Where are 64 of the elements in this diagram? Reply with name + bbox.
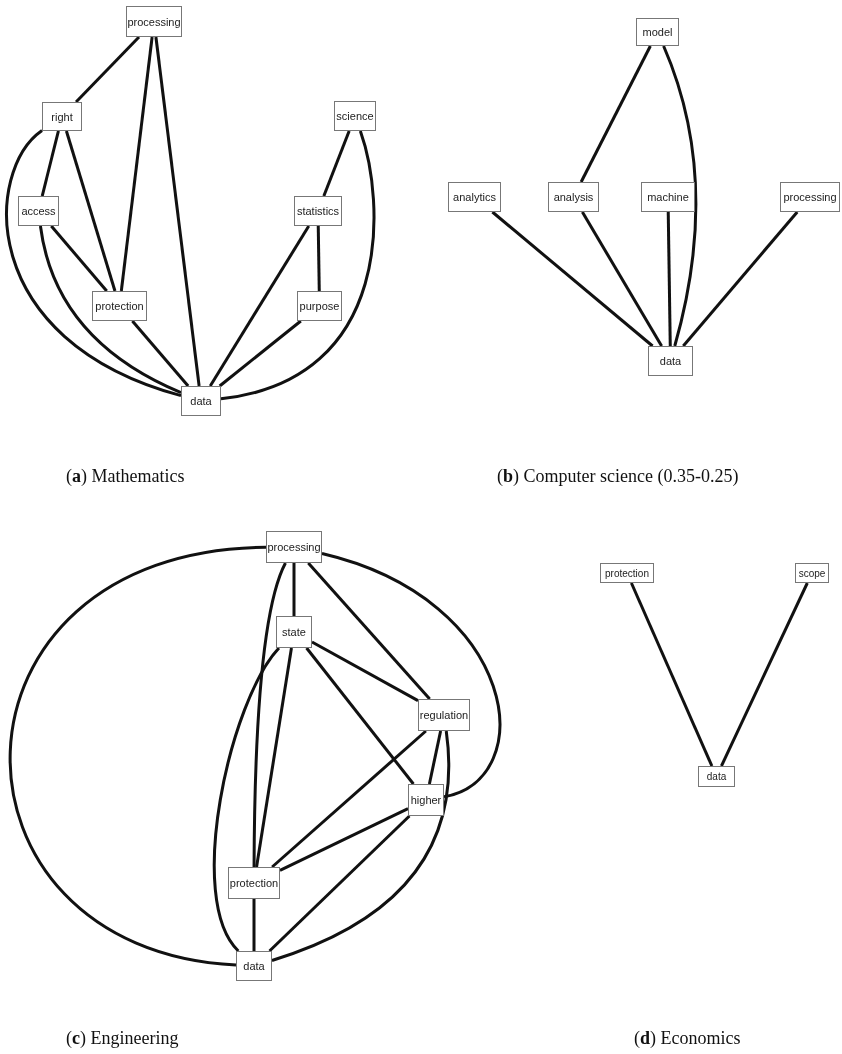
connector-line bbox=[271, 730, 451, 962]
term-box: processing bbox=[780, 182, 840, 212]
connector-line bbox=[255, 647, 293, 868]
term-box: data bbox=[181, 386, 221, 416]
term-box: protection bbox=[600, 563, 654, 583]
term-box: scope bbox=[795, 563, 829, 583]
connector-line bbox=[292, 563, 296, 616]
panel-caption: (d) Economics bbox=[634, 1028, 741, 1049]
term-box: processing bbox=[266, 531, 322, 563]
connector-line bbox=[64, 130, 117, 292]
connector-line bbox=[321, 552, 501, 799]
term-box: purpose bbox=[297, 291, 342, 321]
term-box: statistics bbox=[294, 196, 342, 226]
term-box: machine bbox=[641, 182, 695, 212]
term-box: higher bbox=[408, 784, 444, 816]
connector-line bbox=[154, 36, 201, 387]
term-box: data bbox=[698, 766, 735, 787]
connector-line bbox=[579, 45, 652, 183]
term-box: regulation bbox=[418, 699, 470, 731]
panel-caption: (b) Computer science (0.35-0.25) bbox=[497, 466, 739, 487]
connector-line bbox=[38, 225, 182, 394]
connector-line bbox=[9, 545, 267, 967]
connector-line bbox=[581, 211, 663, 347]
connector-line bbox=[220, 130, 376, 401]
term-box: data bbox=[648, 346, 693, 376]
term-box: model bbox=[636, 18, 679, 46]
term-box: protection bbox=[92, 291, 147, 321]
connector-line bbox=[720, 582, 809, 767]
connector-line bbox=[218, 319, 302, 388]
connector-line bbox=[271, 729, 427, 869]
connector-line bbox=[662, 45, 698, 347]
connector-line bbox=[119, 36, 154, 292]
connector-line bbox=[316, 225, 321, 292]
term-box: analysis bbox=[548, 182, 599, 212]
term-box: protection bbox=[228, 867, 280, 899]
connector-line bbox=[666, 211, 672, 347]
term-box: right bbox=[42, 102, 82, 131]
term-box: data bbox=[236, 951, 272, 981]
connector-line bbox=[307, 562, 431, 700]
term-box: analytics bbox=[448, 182, 501, 212]
connector-line bbox=[311, 640, 419, 702]
panel-caption: (a) Mathematics bbox=[66, 466, 185, 487]
connector-line bbox=[491, 210, 654, 348]
connector-line bbox=[252, 562, 287, 867]
term-box: processing bbox=[126, 6, 182, 37]
connector-line bbox=[268, 814, 411, 953]
connector-line bbox=[74, 35, 141, 104]
connector-line bbox=[630, 582, 714, 767]
connector-line bbox=[682, 211, 799, 347]
connector-line bbox=[208, 225, 311, 387]
term-box: science bbox=[334, 101, 376, 131]
connector-line bbox=[212, 647, 281, 952]
term-box: state bbox=[276, 616, 312, 648]
panel-caption: (c) Engineering bbox=[66, 1028, 179, 1049]
connector-line bbox=[5, 129, 182, 397]
connector-line bbox=[279, 807, 409, 872]
connector-line bbox=[322, 130, 351, 197]
connector-line bbox=[50, 225, 108, 292]
connector-line bbox=[252, 899, 256, 951]
connector-line bbox=[427, 730, 443, 785]
term-box: access bbox=[18, 196, 59, 226]
connector-line bbox=[40, 130, 60, 197]
connector-line bbox=[131, 320, 190, 387]
connector-line bbox=[305, 647, 415, 785]
